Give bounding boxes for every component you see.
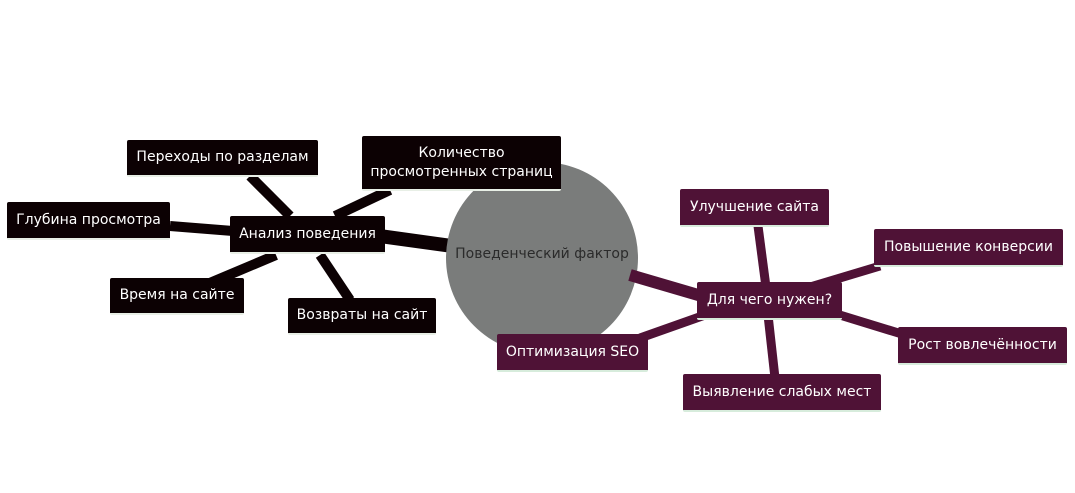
connector-right-hub-to-improve (753, 225, 771, 288)
connector-left-hub-to-transitions (246, 172, 294, 220)
node-engagement[interactable]: Рост вовлечённости (898, 327, 1067, 365)
connector-center-to-left-hub (379, 229, 453, 253)
left-hub-label: Анализ поведения (239, 225, 376, 242)
node-seo[interactable]: Оптимизация SEO (497, 334, 648, 372)
node-transitions[interactable]: Переходы по разделам (127, 140, 318, 177)
node-transitions-label: Переходы по разделам (136, 149, 309, 165)
node-conversion[interactable]: Повышение конверсии (874, 229, 1063, 267)
connector-left-hub-to-pages-count (332, 185, 393, 221)
right-hub-node[interactable]: Для чего нужен? (697, 282, 842, 320)
connector-left-hub-to-returns (315, 252, 355, 303)
node-improve-site-label: Улучшение сайта (690, 198, 819, 215)
node-engagement-label: Рост вовлечённости (908, 336, 1057, 353)
connector-right-hub-to-engagement (828, 307, 907, 340)
node-seo-label: Оптимизация SEO (505, 343, 640, 360)
connector-center-to-right-hub (628, 269, 707, 303)
node-weak-spots[interactable]: Выявление слабых мест (683, 374, 881, 412)
node-pages-count-line2: просмотренных страниц (370, 163, 553, 180)
left-hub-node[interactable]: Анализ поведения (230, 216, 385, 254)
node-depth[interactable]: Глубина просмотра (7, 202, 170, 240)
node-weak-spots-label: Выявление слабых мест (692, 383, 872, 400)
node-returns[interactable]: Возвраты на сайт (288, 298, 436, 335)
connector-right-hub-to-weak-spots (763, 314, 780, 379)
right-hub-label: Для чего нужен? (706, 291, 833, 308)
node-depth-label: Глубина просмотра (16, 211, 161, 228)
node-conversion-label: Повышение конверсии (884, 238, 1053, 255)
center-topic-label[interactable]: Поведенческий фактор (455, 246, 629, 262)
connector-right-hub-to-seo (638, 310, 707, 343)
node-improve-site[interactable]: Улучшение сайта (680, 189, 829, 227)
node-time-on-site-label: Время на сайте (119, 287, 235, 303)
node-pages-count-line1: Количество (418, 144, 505, 161)
center-circle (446, 162, 638, 354)
connector-left-hub-to-depth (169, 221, 234, 236)
node-pages-count[interactable]: Количество просмотренных страниц (362, 136, 561, 191)
node-time-on-site[interactable]: Время на сайте (110, 278, 244, 315)
node-returns-label: Возвраты на сайт (296, 307, 428, 323)
